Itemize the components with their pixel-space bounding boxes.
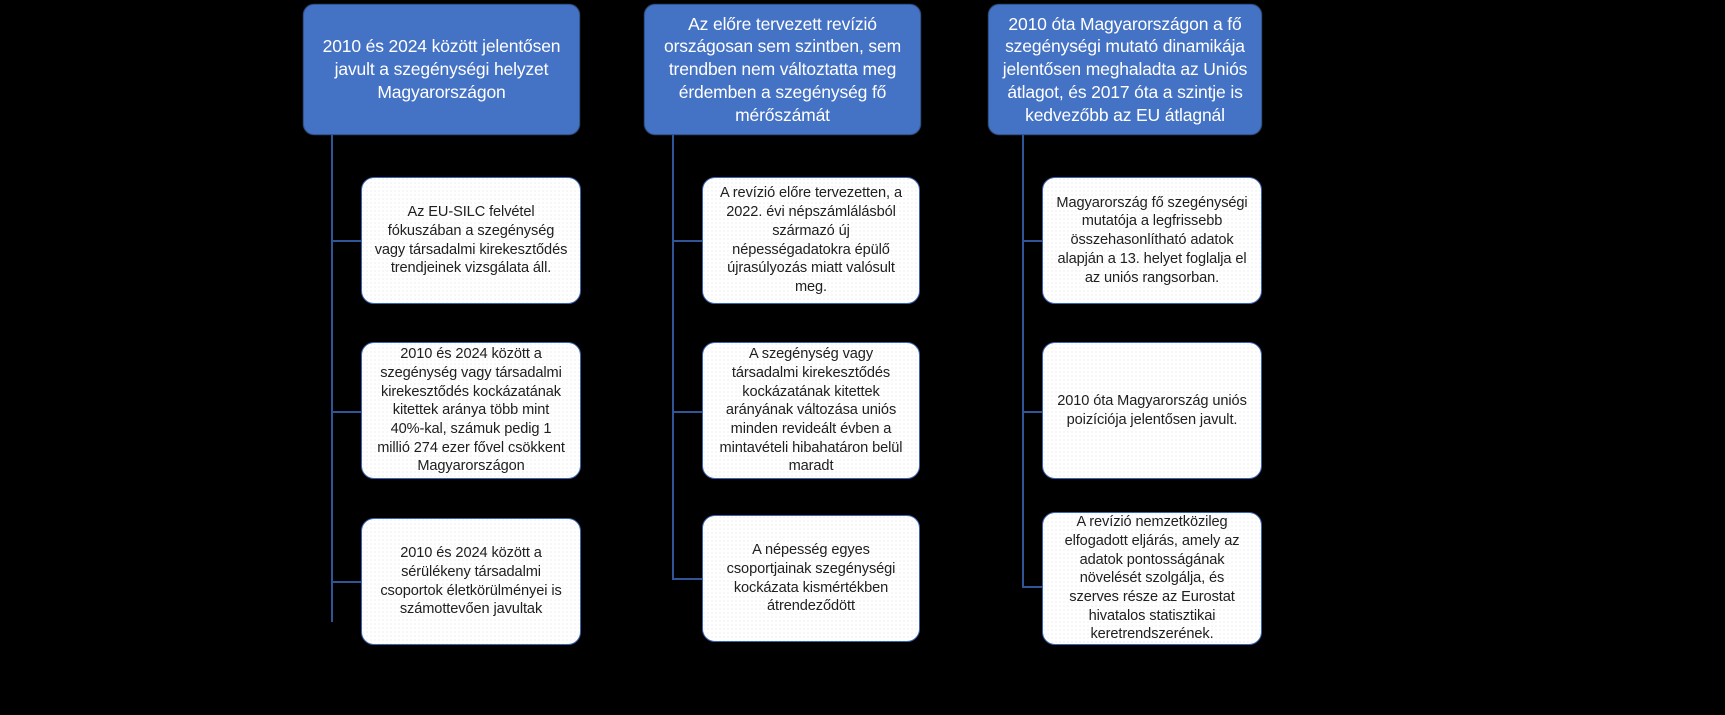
column-3-trunk-connector — [1022, 135, 1024, 588]
column-3-branch-connector-3 — [1022, 586, 1044, 588]
column-2-header-label: Az előre tervezett revízió országosan se… — [663, 13, 902, 125]
column-1-trunk-connector — [331, 135, 333, 622]
column-1-leaf-box-1[interactable]: Az EU-SILC felvétel fókuszában a szegény… — [361, 177, 581, 304]
column-3-branch-connector-1 — [1022, 240, 1044, 242]
column-3-leaf-label-1: Magyarország fő szegénységi mutatója a l… — [1056, 194, 1248, 286]
column-2-leaf-label-3: A népesség egyes csoportjainak szegénysé… — [726, 542, 896, 615]
column-2-leaf-box-1[interactable]: A revízió előre tervezetten, a 2022. évi… — [702, 177, 920, 304]
column-2-leaf-box-3[interactable]: A népesség egyes csoportjainak szegénysé… — [702, 515, 920, 642]
column-1-leaf-label-1: Az EU-SILC felvétel fókuszában a szegény… — [374, 204, 568, 277]
column-2-leaf-box-2[interactable]: A szegénység vagy társadalmi kirekesztőd… — [702, 342, 920, 479]
column-3-branch-connector-2 — [1022, 411, 1044, 413]
column-2-branch-connector-2 — [672, 411, 704, 413]
column-2-header-box[interactable]: Az előre tervezett revízió országosan se… — [644, 4, 921, 135]
column-1-leaf-box-3[interactable]: 2010 és 2024 között a sérülékeny társada… — [361, 518, 581, 645]
column-2-leaf-label-1: A revízió előre tervezetten, a 2022. évi… — [720, 185, 902, 295]
column-3-header-box[interactable]: 2010 óta Magyarországon a fő szegénységi… — [988, 4, 1262, 135]
column-1-leaf-box-2[interactable]: 2010 és 2024 között a szegénység vagy tá… — [361, 342, 581, 479]
column-2-branch-connector-3 — [672, 578, 704, 580]
column-1-branch-connector-1 — [331, 240, 363, 242]
column-3-leaf-box-1[interactable]: Magyarország fő szegénységi mutatója a l… — [1042, 177, 1262, 304]
column-1-header-box[interactable]: 2010 és 2024 között jelentősen javult a … — [303, 4, 580, 135]
column-3-leaf-box-3[interactable]: A revízió nemzetközileg elfogadott eljár… — [1042, 512, 1262, 645]
column-1-branch-connector-2 — [331, 411, 363, 413]
column-3-header-label: 2010 óta Magyarországon a fő szegénységi… — [1002, 13, 1248, 125]
column-2-branch-connector-1 — [672, 240, 704, 242]
column-2-leaf-label-2: A szegénység vagy társadalmi kirekesztőd… — [719, 346, 903, 475]
column-1-leaf-label-2: 2010 és 2024 között a szegénység vagy tá… — [377, 346, 565, 475]
column-3-leaf-label-3: A revízió nemzetközileg elfogadott eljár… — [1064, 514, 1240, 643]
column-1-header-label: 2010 és 2024 között jelentősen javult a … — [322, 36, 561, 102]
column-1-branch-connector-3 — [331, 581, 363, 583]
column-2-trunk-connector — [672, 135, 674, 580]
column-1-leaf-label-3: 2010 és 2024 között a sérülékeny társada… — [380, 545, 562, 618]
column-3-leaf-box-2[interactable]: 2010 óta Magyarország uniós poizíciója j… — [1042, 342, 1262, 479]
column-3-leaf-label-2: 2010 óta Magyarország uniós poizíciója j… — [1057, 392, 1247, 428]
